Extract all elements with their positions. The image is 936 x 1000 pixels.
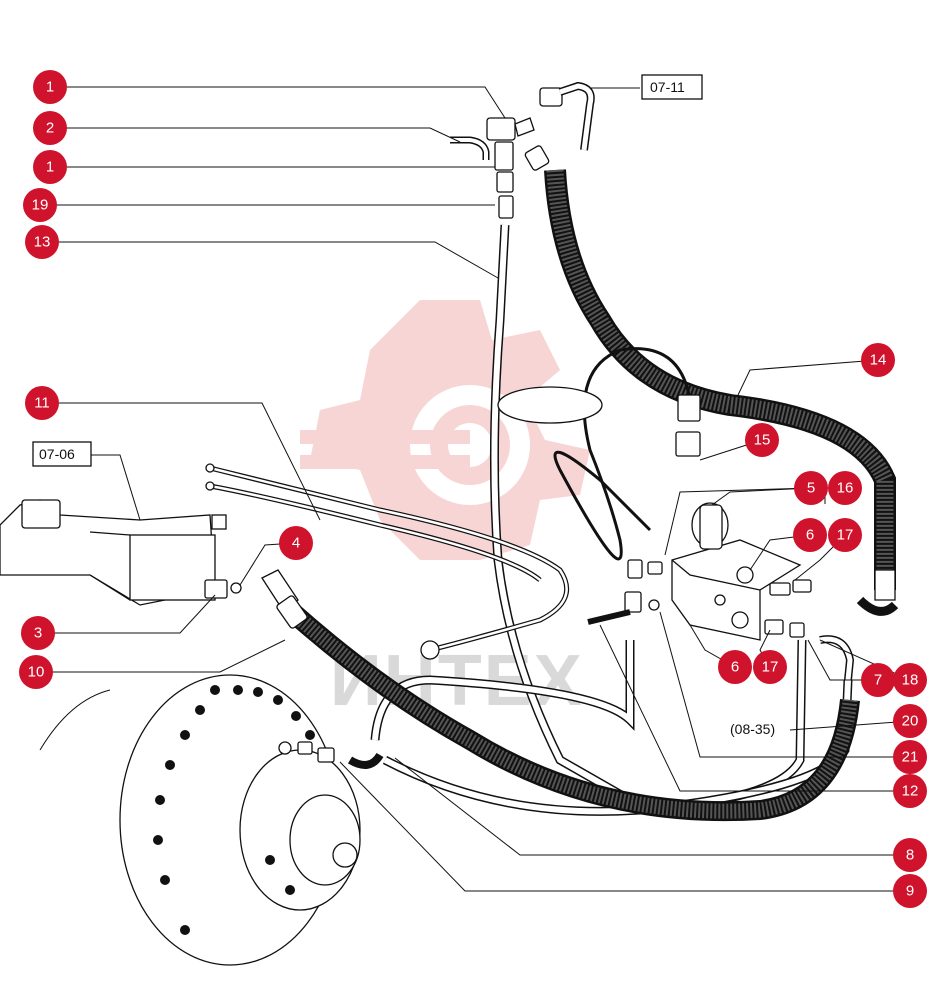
callout-marker	[828, 518, 862, 552]
callout-marker	[33, 70, 67, 104]
callout-label: 20	[902, 713, 919, 730]
callout-15: 15	[745, 423, 779, 457]
callout-8: 8	[893, 838, 927, 872]
callout-19: 19	[23, 188, 57, 222]
reservoir	[497, 386, 603, 424]
callout-17: 17	[753, 650, 787, 684]
callout-1: 1	[33, 150, 67, 184]
callout-marker	[793, 518, 827, 552]
connector-15	[677, 394, 701, 422]
callout-marker	[279, 526, 313, 560]
watermark-logo	[300, 300, 590, 560]
callout-marker	[828, 471, 862, 505]
callout-17: 17	[828, 518, 862, 552]
callout-marker	[718, 650, 752, 684]
callout-marker	[861, 663, 895, 697]
callout-marker	[893, 704, 927, 738]
callout-label: 10	[28, 664, 45, 681]
callout-7: 7	[861, 663, 895, 697]
callout-marker	[21, 616, 55, 650]
callout-11: 11	[25, 386, 59, 420]
callout-marker	[745, 423, 779, 457]
callout-20: 20	[893, 704, 927, 738]
callout-label: 6	[806, 527, 814, 544]
callout-marker	[33, 150, 67, 184]
callout-label: 1	[46, 79, 54, 96]
fittings-9	[278, 741, 384, 769]
callout-marker	[893, 874, 927, 908]
callout-14: 14	[861, 343, 895, 377]
callout-label: 1	[46, 159, 54, 176]
callout-marker	[893, 663, 927, 697]
callout-label: 16	[837, 480, 854, 497]
callout-label: 13	[34, 234, 51, 251]
callout-marker	[33, 111, 67, 145]
callout-label: 12	[902, 783, 919, 800]
callout-3: 3	[21, 616, 55, 650]
tee-fitting-top	[486, 117, 535, 219]
callout-9: 9	[893, 874, 927, 908]
fitting-3	[204, 579, 242, 599]
callout-13: 13	[25, 225, 59, 259]
callout-18: 18	[893, 663, 927, 697]
hose-14-end	[874, 569, 896, 601]
callout-marker	[753, 650, 787, 684]
callout-label: 3	[34, 625, 42, 642]
ref-box-07-11: 07-11	[641, 74, 703, 100]
callout-marker	[893, 774, 927, 808]
callout-2: 2	[33, 111, 67, 145]
svg-text:07-06: 07-06	[39, 446, 75, 462]
callout-label: 19	[32, 197, 49, 214]
callout-label: 14	[870, 352, 887, 369]
cable-loop	[553, 347, 692, 561]
valve-block	[671, 502, 802, 641]
elbow-fitting-2	[450, 136, 490, 160]
callout-6: 6	[793, 518, 827, 552]
callout-marker	[893, 740, 927, 774]
callout-12: 12	[893, 774, 927, 808]
callout-label: 17	[762, 659, 779, 676]
left-fittings-block	[587, 559, 663, 625]
callout-4: 4	[279, 526, 313, 560]
callout-marker	[25, 386, 59, 420]
ref-08-35: (08-35)	[730, 721, 775, 737]
callout-5: 5	[794, 471, 828, 505]
callout-marker	[794, 471, 828, 505]
svg-text:07-11: 07-11	[650, 79, 685, 95]
callout-10: 10	[19, 655, 53, 689]
callout-6: 6	[718, 650, 752, 684]
callout-marker	[23, 188, 57, 222]
callout-label: 2	[46, 120, 54, 137]
elbow-14-top	[524, 145, 550, 171]
callout-label: 17	[837, 527, 854, 544]
callout-1: 1	[33, 70, 67, 104]
callout-marker	[861, 343, 895, 377]
callout-label: 6	[731, 659, 739, 676]
callout-label: 15	[754, 432, 771, 449]
leader-lines	[36, 86, 911, 892]
callout-label: 21	[902, 749, 919, 766]
callout-marker	[893, 838, 927, 872]
callout-label: 4	[292, 535, 300, 552]
ref-box-07-06: 07-06	[32, 441, 92, 467]
callout-marker	[19, 655, 53, 689]
axle-hub	[39, 674, 361, 966]
adapter-top-right	[539, 81, 595, 151]
callout-label: 9	[906, 883, 914, 900]
callout-21: 21	[893, 740, 927, 774]
hose-10-fitting	[261, 569, 308, 629]
callout-16: 16	[828, 471, 862, 505]
pump-body	[0, 499, 227, 606]
callout-label: 11	[34, 395, 50, 412]
callout-marker	[25, 225, 59, 259]
callout-label: 18	[902, 672, 919, 689]
line-art	[0, 81, 899, 966]
small-fittings-right	[764, 579, 855, 681]
callout-label: 5	[807, 480, 815, 497]
callout-label: 7	[874, 672, 882, 689]
callout-label: 8	[906, 847, 914, 864]
